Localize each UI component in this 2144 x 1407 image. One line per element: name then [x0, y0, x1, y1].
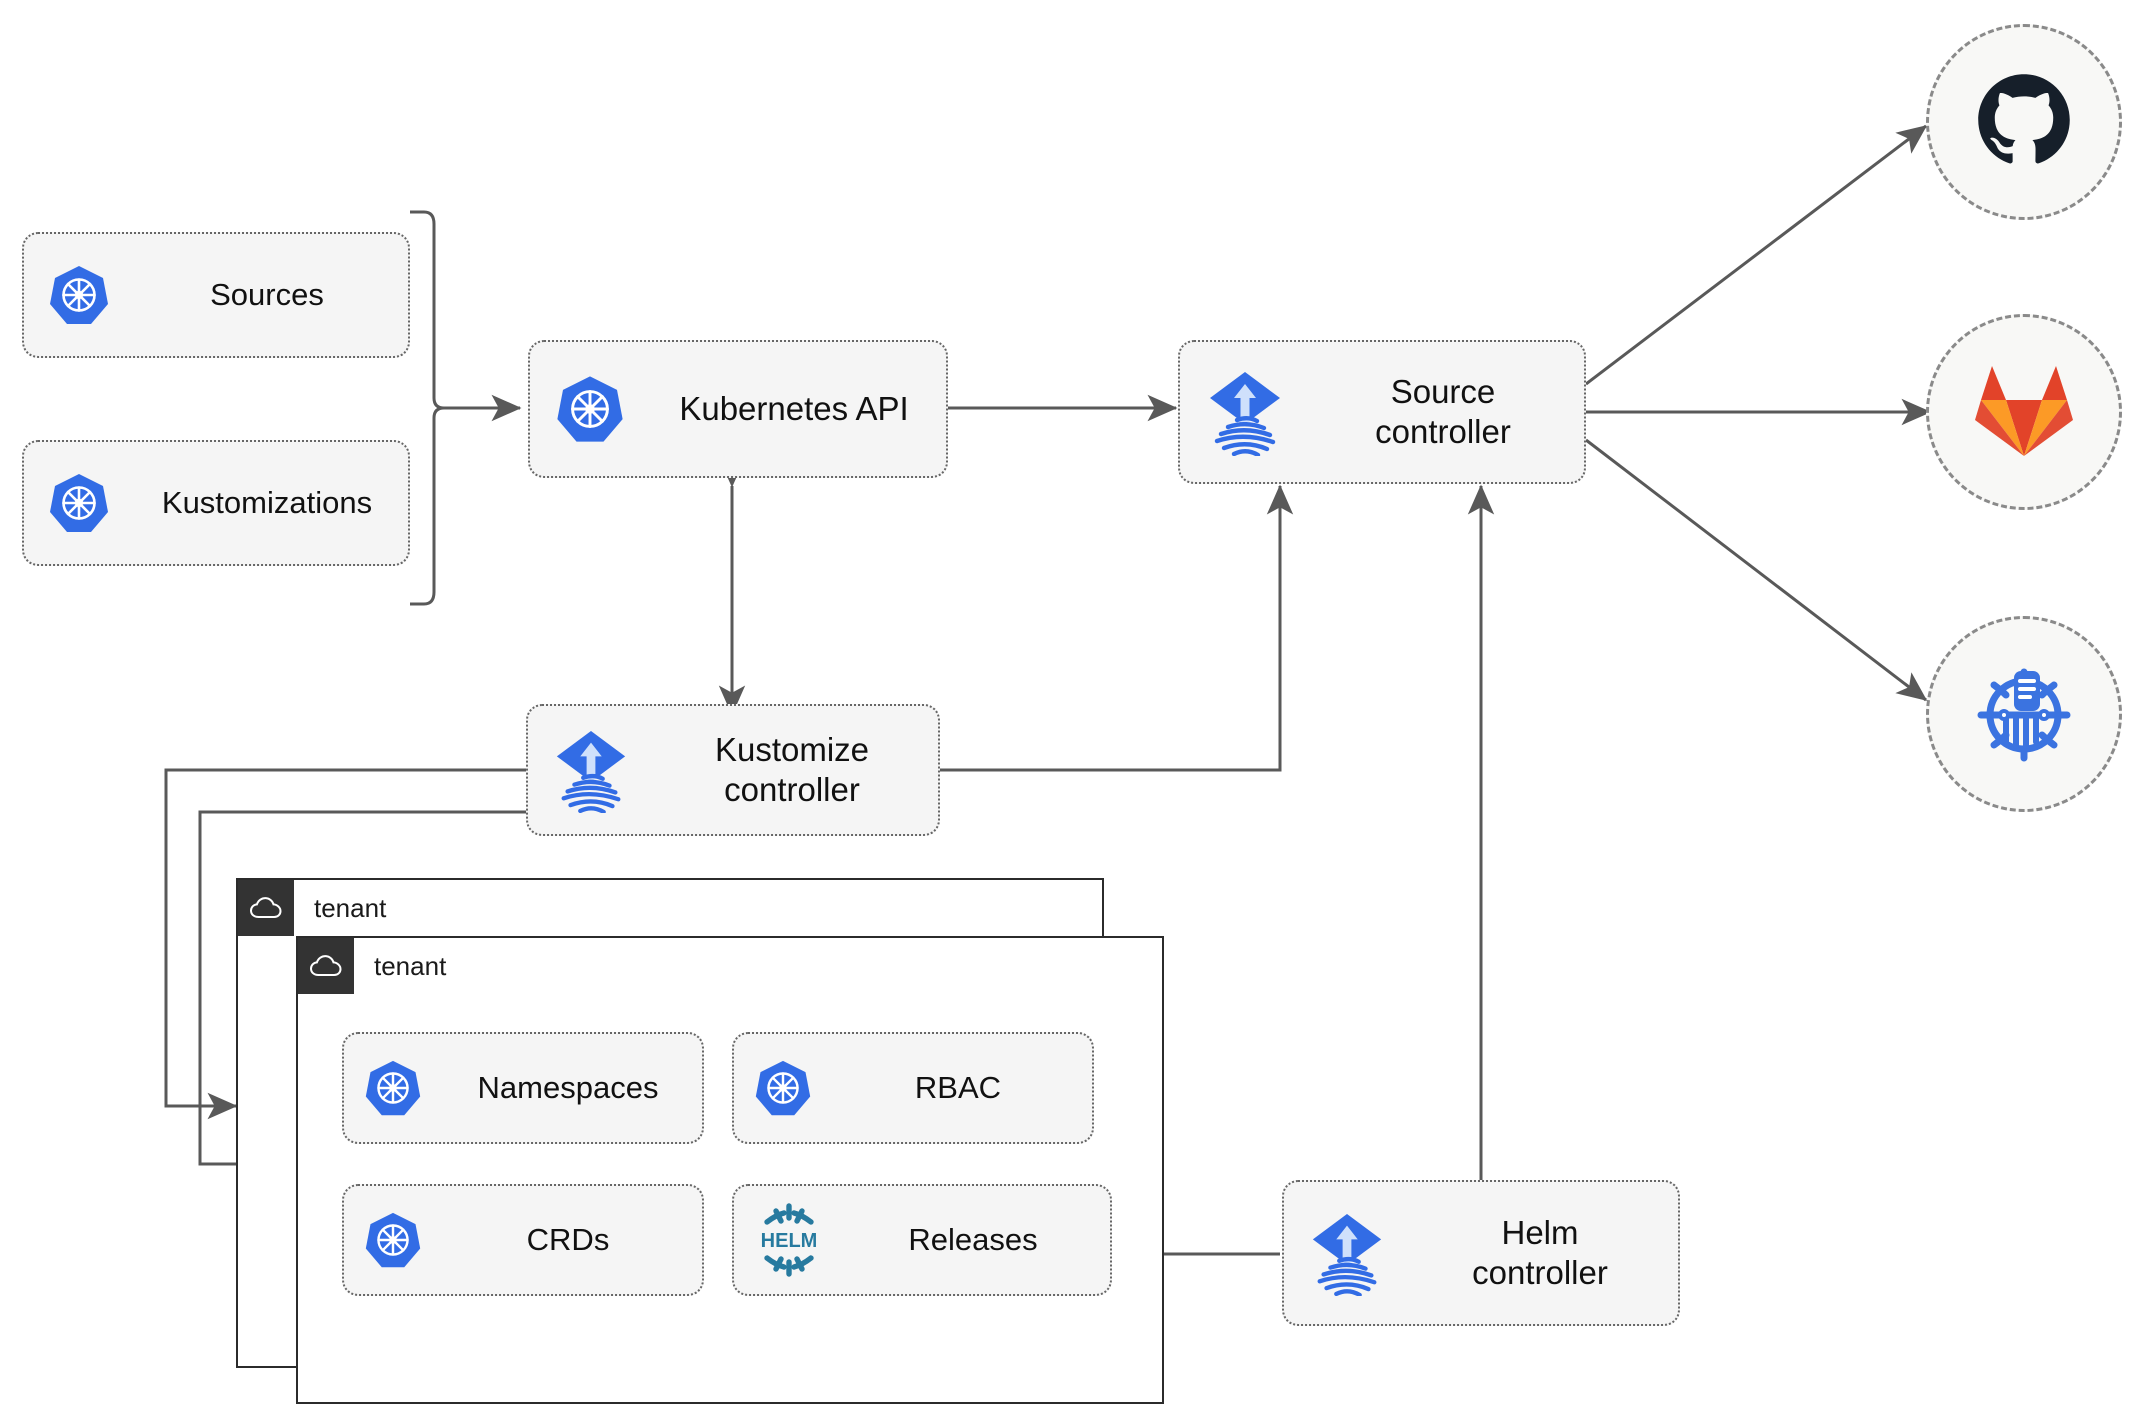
tenant-container-inner: tenant [296, 936, 1164, 1404]
node-kustomize-controller[interactable]: Kustomize controller [526, 704, 940, 836]
node-label: CRDs [526, 1222, 610, 1258]
cloud-icon [298, 938, 354, 994]
node-helm-controller[interactable]: Helm controller [1282, 1180, 1680, 1326]
provider-github[interactable] [1926, 24, 2122, 220]
kubernetes-icon [24, 471, 134, 535]
flux-icon [1284, 1210, 1410, 1296]
tenant-title-bar: tenant [298, 938, 446, 994]
chartmuseum-icon [1970, 658, 2078, 771]
tenant-title-bar: tenant [238, 880, 386, 936]
node-label: Releases [908, 1222, 1038, 1258]
svg-text:HELM: HELM [761, 1230, 818, 1252]
kubernetes-icon [344, 1058, 442, 1118]
node-namespaces[interactable]: Namespaces [342, 1032, 704, 1144]
provider-gitlab[interactable] [1926, 314, 2122, 510]
node-label: Source controller [1375, 372, 1511, 450]
kubernetes-icon [24, 263, 134, 327]
node-label: Kubernetes API [679, 389, 909, 427]
cloud-icon [238, 880, 294, 936]
node-rbac[interactable]: RBAC [732, 1032, 1094, 1144]
node-releases[interactable]: HELM Releases [732, 1184, 1112, 1296]
node-label: Kustomizations [161, 485, 373, 521]
node-kubernetes-api[interactable]: Kubernetes API [528, 340, 948, 478]
flux-icon [1180, 368, 1310, 456]
gitlab-icon [1972, 360, 2076, 465]
tenant-label: tenant [374, 950, 447, 981]
github-icon [1972, 68, 2076, 177]
node-crds[interactable]: CRDs [342, 1184, 704, 1296]
provider-chartmuseum[interactable] [1926, 616, 2122, 812]
node-label: Sources [210, 277, 324, 313]
flux-icon [528, 727, 654, 813]
node-source-controller[interactable]: Source controller [1178, 340, 1586, 484]
node-label: RBAC [914, 1070, 1002, 1106]
kubernetes-icon [734, 1058, 832, 1118]
helm-icon: HELM [734, 1202, 844, 1278]
node-sources[interactable]: Sources [22, 232, 410, 358]
node-label: Namespaces [477, 1070, 659, 1106]
kubernetes-icon [344, 1210, 442, 1270]
kubernetes-icon [530, 373, 650, 445]
node-label: Kustomize controller [714, 730, 870, 808]
node-label: Helm controller [1472, 1213, 1608, 1291]
node-kustomizations[interactable]: Kustomizations [22, 440, 410, 566]
tenant-label: tenant [314, 892, 387, 923]
